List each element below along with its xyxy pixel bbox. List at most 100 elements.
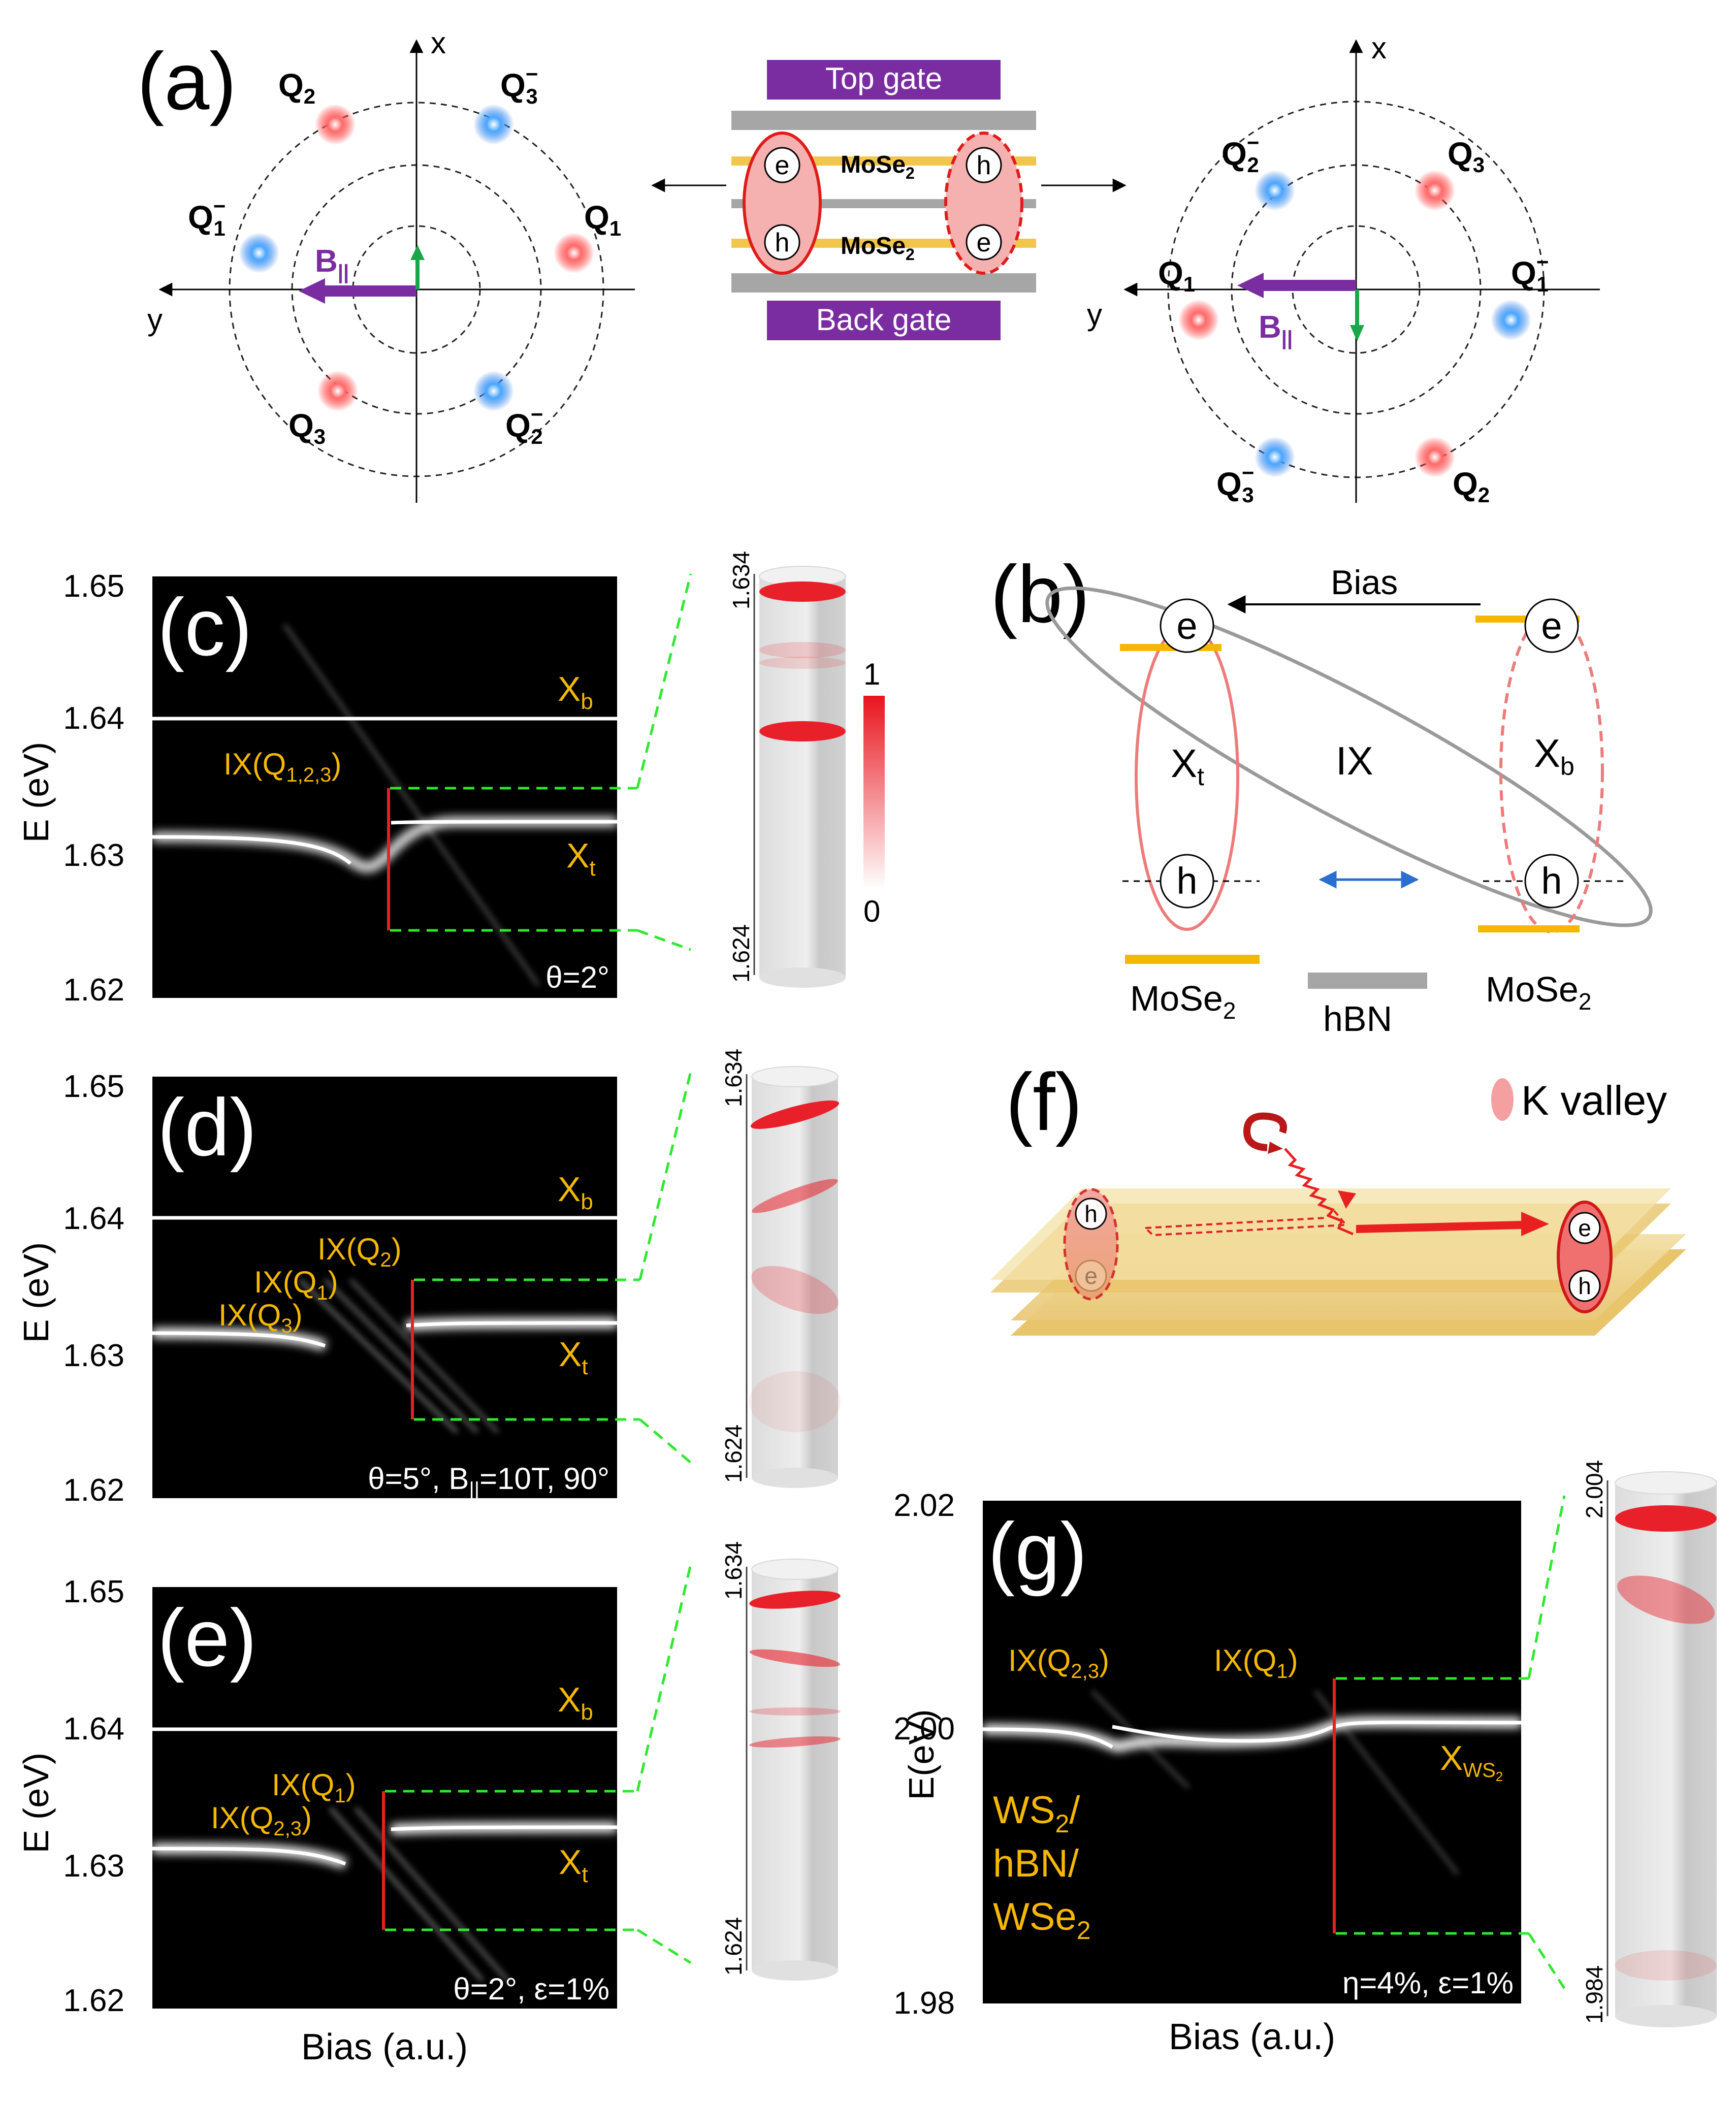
cylinder-top: [751, 1559, 839, 1580]
zoom-guide: [637, 929, 691, 951]
panel-a-label: (a): [137, 36, 237, 126]
valley-label: Q−2: [1221, 131, 1259, 177]
carrier-circle: [1160, 598, 1214, 653]
colorbar-min: 0: [863, 894, 880, 928]
y-tick: 1.98: [893, 1986, 955, 2021]
valley-dot-red: [1414, 170, 1455, 211]
panel-f: (f) K valley h e e h: [990, 1056, 1686, 1336]
panel-g-label: (g): [988, 1506, 1087, 1597]
inset-mark: [751, 1266, 839, 1314]
drift-arrow-dashed: [1143, 1208, 1348, 1237]
x-axis-label: Bias (a.u.): [301, 2027, 468, 2067]
y-tick: 1.62: [63, 973, 124, 1008]
valley-dot-blue: [1255, 170, 1295, 211]
carrier-circle: [1524, 854, 1579, 909]
valley-dot-red: [554, 233, 594, 273]
panel-g: (g) IX(Q2,3) IX(Q1) XWS2 WS2/ hBN/ WSe2 …: [893, 1460, 1717, 2057]
valley-dot-blue: [1255, 437, 1295, 477]
legend-swatch-hbn: [1308, 973, 1427, 989]
inset-tick: 1.634: [720, 1541, 747, 1600]
y-axis-label: y: [1087, 298, 1102, 332]
carrier-label: e: [977, 228, 991, 257]
colorbar: [863, 696, 885, 889]
band-vb-right: [1478, 925, 1580, 932]
inset-mark: [749, 1736, 841, 1748]
inset-mark: [759, 657, 846, 669]
spectral-line-ix: [1314, 1690, 1459, 1875]
y-tick: 1.65: [63, 1574, 124, 1609]
carrier-label: h: [1541, 860, 1562, 902]
valley-label: Q2: [1453, 466, 1490, 507]
inset-tick: 1.634: [728, 551, 754, 609]
carrier-label: e: [775, 151, 790, 180]
zoom-guide: [636, 1928, 692, 1964]
spectrum-plot-bg: [983, 1501, 1521, 2003]
ix-ellipse: [1045, 586, 1653, 927]
inset-mark: [750, 1101, 840, 1129]
inset-tick: 1.624: [720, 1425, 747, 1483]
carrier-label: e: [1541, 605, 1562, 647]
cylinder-bottom: [759, 967, 846, 988]
back-gate: [767, 301, 1001, 340]
valley-dot-blue: [473, 104, 514, 145]
valley-label: Q1: [1158, 255, 1195, 296]
inset-mark: [752, 1179, 838, 1213]
inset-tick: 1.634: [720, 1049, 747, 1107]
annotation: θ=5°, B||=10T, 90°: [368, 1462, 609, 1501]
zoom-guide: [1527, 1932, 1566, 1989]
inset-mark: [1617, 1575, 1715, 1624]
carrier-circle: [1075, 1198, 1107, 1230]
zoom-guide: [638, 1071, 692, 1280]
spectral-line-ix: [324, 1278, 479, 1434]
y-tick: 1.62: [63, 1473, 124, 1508]
ix-label: IX(Q3): [218, 1298, 303, 1337]
y-axis-label: E (eV): [16, 742, 56, 843]
spectral-line-xws2: [982, 1720, 1522, 1749]
panel-a-right-diagram: x y Q−2 Q3 Q1 Q−1 Q−3 Q2 B||: [1087, 31, 1600, 507]
circular-polarization-icon: [1243, 1112, 1287, 1151]
spectral-line-ix: [349, 1278, 499, 1434]
legend-label: hBN: [1323, 999, 1392, 1039]
spin-arrowhead: [410, 245, 425, 260]
legend-k-valley-swatch: [1491, 1078, 1514, 1121]
panel-e: (e) Xb Xt IX(Q1) IX(Q2,3) θ=2°, ε=1% 1.6…: [16, 1541, 841, 2067]
legend-swatch-mose2: [1125, 955, 1260, 964]
zoom-guide: [639, 1418, 692, 1464]
carrier-label: h: [1578, 1273, 1591, 1299]
inset-mark: [759, 581, 846, 602]
valley-label: Q−1: [188, 194, 226, 240]
spectral-line-xt: [152, 820, 618, 865]
carrier-circle: [1568, 1212, 1601, 1244]
xb-label: Xb: [558, 1170, 593, 1214]
carrier-circle: [1568, 1270, 1601, 1302]
valley-label: Q−3: [1216, 461, 1254, 507]
y-tick: 1.64: [63, 1201, 124, 1236]
valley-dot-red: [315, 104, 356, 145]
carrier-circle: [1160, 854, 1214, 909]
valley-label: Q2: [278, 67, 315, 108]
annotation: θ=2°: [545, 960, 609, 994]
carrier-label: e: [1578, 1215, 1591, 1241]
spectral-line-ix: [283, 624, 540, 986]
inset-cylinder: [752, 1569, 838, 1970]
panel-b: (b) Bias e e h h Xt IX Xb MoSe2 hBN MoSe…: [990, 548, 1653, 1039]
hbn-top: [731, 111, 1036, 130]
panel-a-left-diagram: x y Q2 Q−3 Q−1 Q1 Q3 Q−2 B||: [147, 26, 635, 503]
legend-label: MoSe2: [1486, 969, 1591, 1015]
top-gate: [767, 60, 1001, 100]
inset-mark: [1615, 1505, 1717, 1532]
cylinder-bottom: [752, 1960, 838, 1981]
carrier-label: h: [775, 228, 790, 257]
carrier-circle: [764, 147, 800, 183]
panel-c-label: (c): [157, 581, 252, 672]
carrier-circle: [1524, 598, 1579, 653]
back-gate-label: Back gate: [816, 303, 952, 337]
inset-tick: 1.984: [1581, 1965, 1608, 2024]
inset-mark: [759, 721, 846, 741]
carrier-label: e: [1084, 1263, 1098, 1289]
inset-tick: 1.624: [720, 1917, 747, 1976]
panel-d: (d) Xb Xt IX(Q2) IX(Q1) IX(Q3) θ=5°, B||…: [16, 1049, 841, 1508]
carrier-circle: [966, 224, 1002, 261]
inset-mark: [759, 642, 846, 658]
drift-arrow-solid: [1356, 1212, 1549, 1236]
